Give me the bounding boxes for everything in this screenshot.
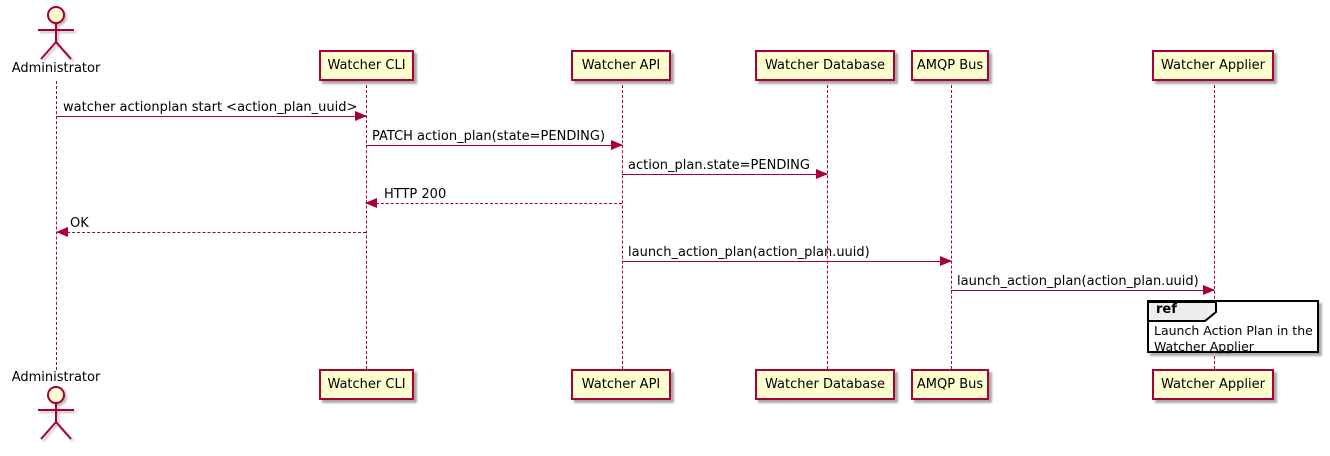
ref-text-line: Launch Action Plan in the [1154,323,1313,338]
message-launch-action-plan-applier: launch_action_plan(action_plan.uuid) [951,274,1215,295]
message-patch-action-plan: PATCH action_plan(state=PENDING) [366,129,623,150]
lifeline-watcher-database [827,80,828,369]
message-launch-action-plan-amqp: launch_action_plan(action_plan.uuid) [622,245,952,266]
participant-watcher-api-top: Watcher API [571,50,671,81]
lifeline-watcher-applier [1214,80,1215,369]
participant-watcher-applier-bottom: Watcher Applier [1152,369,1274,400]
message-line [622,169,828,179]
actor-stick-figure-icon [38,386,74,440]
ref-keyword: ref [1156,302,1177,317]
arrowhead-right-icon [1203,285,1215,295]
message-line [57,111,367,121]
ref-text: Launch Action Plan in the Watcher Applie… [1154,323,1314,355]
participant-watcher-database-top: Watcher Database [755,50,895,81]
participant-watcher-database-bottom: Watcher Database [755,369,895,400]
arrowhead-right-icon [940,256,952,266]
message-line [951,285,1215,295]
lifeline-watcher-cli [366,80,367,369]
participant-watcher-applier-top: Watcher Applier [1152,50,1274,81]
lifeline-amqp-bus [951,80,952,369]
message-line [56,227,366,237]
ref-fragment: ref Launch Action Plan in the Watcher Ap… [1147,300,1319,355]
message-http-200: HTTP 200 [365,187,622,208]
ref-tab-shape [1147,301,1217,322]
message-label: PATCH action_plan(state=PENDING) [372,129,606,144]
actor-administrator-bottom: Administrator [8,370,104,441]
arrowhead-right-icon [816,169,828,179]
participant-watcher-cli-top: Watcher CLI [319,50,414,81]
actor-stick-figure-icon [38,6,74,60]
arrowhead-right-icon [355,111,367,121]
message-label: HTTP 200 [384,187,447,202]
ref-text-line: Watcher Applier [1154,339,1254,354]
participant-amqp-bus-top: AMQP Bus [911,50,989,81]
message-line [365,198,622,208]
actor-administrator-top: Administrator [8,5,104,76]
participant-watcher-api-bottom: Watcher API [571,369,671,400]
actor-label: Administrator [11,61,101,76]
message-state-pending: action_plan.state=PENDING [622,158,828,179]
message-line [622,256,952,266]
message-label: OK [70,216,89,231]
lifeline-watcher-api [622,80,623,369]
message-ok: OK [56,216,366,237]
message-label: action_plan.state=PENDING [628,158,810,173]
message-line [366,140,623,150]
message-label: launch_action_plan(action_plan.uuid) [957,274,1199,289]
message-label: watcher actionplan start <action_plan_uu… [63,100,358,115]
arrowhead-left-icon [365,198,377,208]
message-label: launch_action_plan(action_plan.uuid) [628,245,870,260]
lifeline-administrator [56,81,57,370]
participant-watcher-cli-bottom: Watcher CLI [319,369,414,400]
actor-label: Administrator [11,370,101,385]
participant-amqp-bus-bottom: AMQP Bus [911,369,989,400]
arrowhead-left-icon [56,227,68,237]
ref-keyword-tab: ref [1147,301,1218,322]
message-actionplan-start: watcher actionplan start <action_plan_uu… [57,100,367,121]
arrowhead-right-icon [611,140,623,150]
